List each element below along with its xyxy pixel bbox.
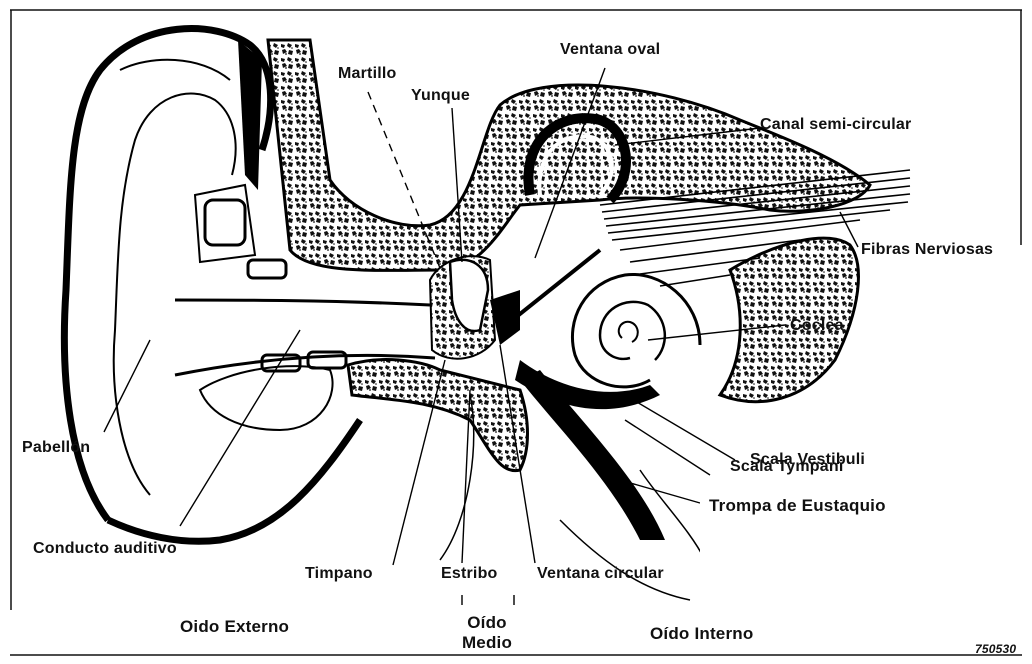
label-ventana-oval: Ventana oval: [560, 42, 660, 58]
label-ventana-circular: Ventana circular: [537, 566, 664, 582]
label-yunque: Yunque: [411, 88, 470, 104]
label-martillo: Martillo: [338, 66, 397, 82]
figure-code: 750530: [975, 643, 1016, 655]
label-pabellon: Pabellón: [22, 440, 90, 456]
label-conducto-auditivo: Conducto auditivo: [33, 541, 177, 557]
label-trompa-eustaquio: Trompa de Eustaquio: [709, 497, 886, 514]
section-oido-externo: Oido Externo: [180, 618, 289, 635]
label-timpano: Timpano: [305, 566, 373, 582]
label-fibras-nerviosas: Fibras Nerviosas: [861, 242, 993, 258]
section-oido-medio-line2: Medio: [462, 633, 512, 653]
label-canal-semicircular: Canal semi-circular: [760, 117, 911, 133]
label-coclea: Coclea: [790, 318, 844, 334]
label-scala-tympani: Scala Tympani: [730, 459, 843, 475]
section-oido-medio: Oído Medio: [462, 613, 512, 654]
section-oido-interno: Oído Interno: [650, 625, 753, 642]
label-estribo: Estribo: [441, 566, 498, 582]
section-oido-medio-line1: Oído: [462, 613, 512, 633]
label-mask-bottom: [12, 610, 1020, 654]
